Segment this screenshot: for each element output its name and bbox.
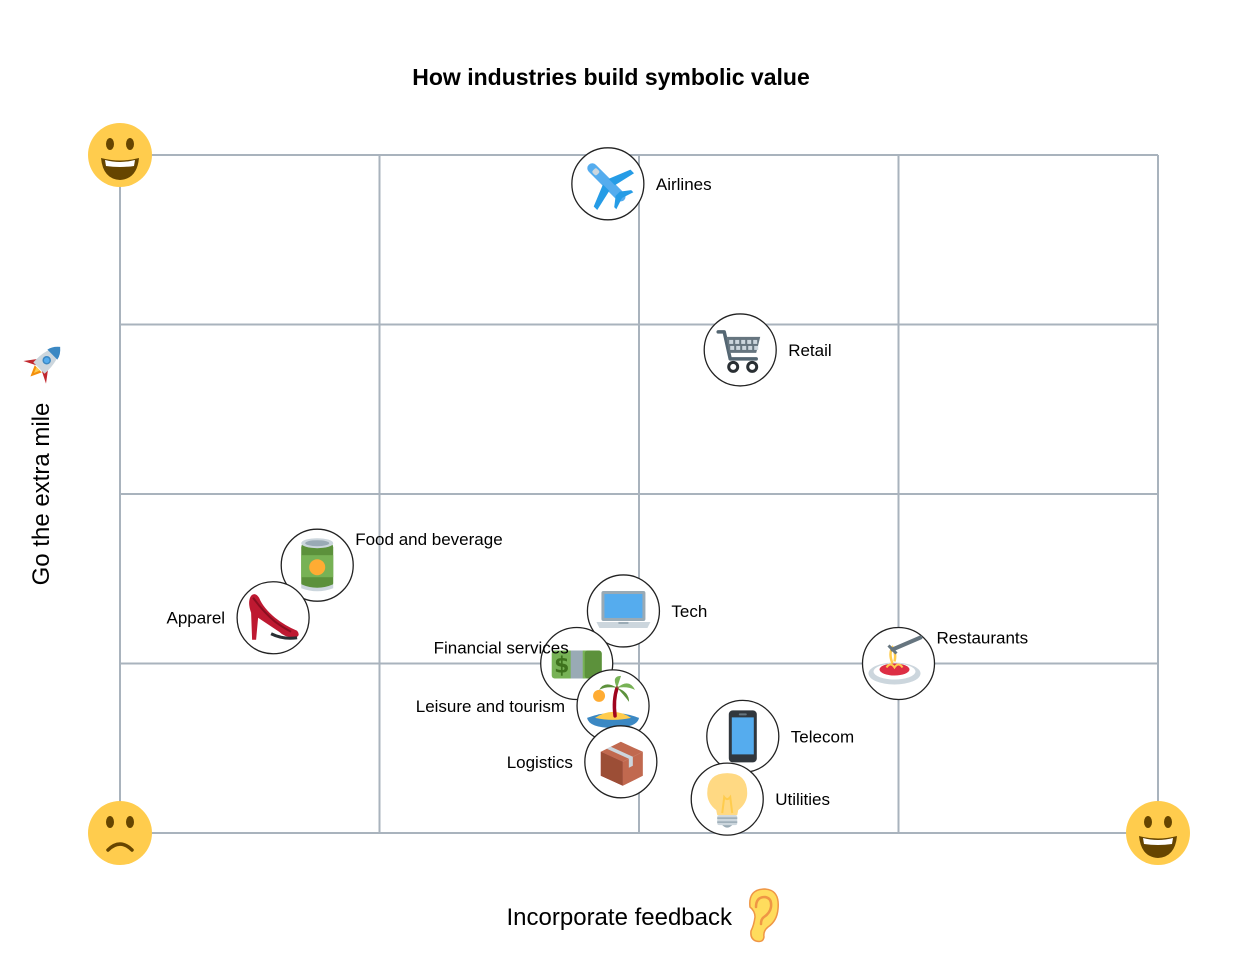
- point-label: Leisure and tourism: [416, 697, 565, 716]
- point-tech: Tech: [586, 574, 707, 648]
- point-label: Logistics: [507, 753, 573, 772]
- shopping-cart-icon: [716, 330, 761, 373]
- point-utilities: Utilities: [690, 762, 830, 836]
- grid: [119, 154, 1159, 834]
- point-label: Food and beverage: [355, 530, 502, 549]
- axis-labels: Incorporate feedback Go the extra mile: [23, 346, 779, 943]
- point-telecom: Telecom: [706, 699, 854, 774]
- x-axis-label: Incorporate feedback: [507, 904, 733, 931]
- grinning-face-icon: [1126, 801, 1190, 865]
- svg-text:$: $: [554, 654, 569, 679]
- package-icon: [600, 741, 643, 786]
- chart-title: How industries build symbolic value: [412, 64, 809, 90]
- laptop-icon: [596, 590, 651, 628]
- point-label: Restaurants: [937, 629, 1029, 648]
- grinning-face-icon: [88, 123, 152, 187]
- point-food-and-beverage: Food and beverage: [280, 528, 503, 602]
- point-label: Telecom: [791, 727, 854, 746]
- high-heel-icon: [249, 594, 299, 640]
- money-icon: $: [551, 650, 602, 679]
- point-airlines: Airlines: [571, 147, 712, 221]
- point-restaurants: Restaurants: [861, 626, 1029, 701]
- point-label: Tech: [671, 602, 707, 621]
- point-apparel: Apparel: [166, 581, 310, 655]
- point-logistics: Logistics: [507, 725, 658, 799]
- y-axis-label: Go the extra mile: [28, 403, 55, 586]
- slightly-frowning-face-icon: [88, 801, 152, 865]
- rocket-icon: [23, 346, 61, 384]
- point-label: Airlines: [656, 175, 712, 194]
- point-label: Financial services: [434, 639, 569, 658]
- ear-icon: [749, 888, 779, 943]
- point-label: Apparel: [166, 609, 225, 628]
- airplane-icon: [587, 163, 635, 210]
- light-bulb-icon: [707, 773, 748, 828]
- corner-emojis: [88, 123, 1190, 865]
- point-label: Utilities: [775, 790, 830, 809]
- point-leisure-and-tourism: Leisure and tourism: [416, 669, 650, 743]
- island-icon: [587, 675, 640, 728]
- point-retail: Retail: [703, 313, 832, 387]
- point-label: Retail: [788, 341, 831, 360]
- mobile-phone-icon: [728, 710, 757, 763]
- canned-food-icon: [301, 538, 334, 592]
- spaghetti-icon: [868, 635, 923, 685]
